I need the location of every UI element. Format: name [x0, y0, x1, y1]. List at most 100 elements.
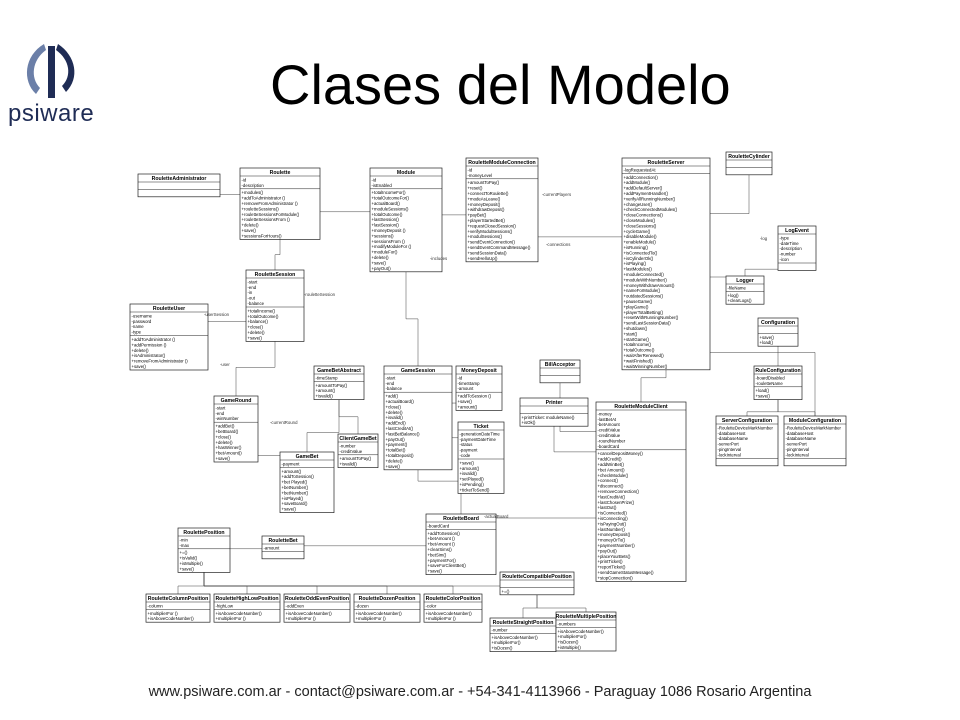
class-operation: +delete() — [132, 348, 150, 353]
class-attribute: -dozen — [356, 603, 370, 608]
class-box — [539, 359, 581, 384]
class-attribute: -payment — [282, 461, 301, 466]
class-operation: +sendHelloUp() — [468, 256, 499, 261]
class-operation: +amountToPay() — [340, 456, 372, 461]
class-logger: Logger-fileName+log()+clearLogs() — [725, 275, 765, 305]
class-operation: +save() — [242, 228, 257, 233]
class-operation: +add() — [386, 394, 399, 399]
relationship-labels: -rouletteSession-currentPlayers-connecti… — [204, 192, 768, 519]
class-operation: +moduleFor() — [372, 250, 398, 255]
class-operation: +betAmount () — [428, 536, 456, 541]
class-operation: +connectToRoulette() — [468, 191, 510, 196]
class-name: Configuration — [761, 320, 795, 326]
class-box — [213, 395, 259, 463]
class-attribute: -description — [780, 246, 803, 251]
class-operation: +save() — [460, 460, 475, 465]
class-operation: +save() — [282, 507, 297, 512]
class-operation: +payBet() — [468, 213, 487, 218]
class-attribute: -pingInterval — [718, 447, 742, 452]
relationship-label: -log — [760, 236, 768, 241]
class-operation: +multiplierFor () — [286, 616, 317, 621]
class-game-round: GameRound-start-end-winNumber+addBet()+b… — [213, 395, 259, 463]
class-operation: +setPlayed() — [460, 477, 485, 482]
class-box — [313, 365, 365, 400]
class-attribute: -column — [148, 603, 164, 608]
class-name: RouletteBoard — [443, 516, 479, 522]
class-name: RouletteServer — [648, 160, 685, 166]
class-attribute: -isEnabled — [372, 183, 393, 188]
class-name: RouletteDozenPosition — [359, 596, 416, 602]
class-box — [261, 535, 305, 560]
class-attribute: -username — [132, 313, 153, 318]
class-roulette-bet: RouletteBet-amount — [261, 535, 305, 560]
class-operation: +clearSims() — [428, 547, 453, 552]
class-attribute: -money — [598, 411, 613, 416]
class-box — [783, 415, 847, 467]
class-client-game-bet: ClientGameBet-number-creditValue+amountT… — [337, 433, 379, 468]
class-operation: +lastChosenPrize() — [598, 500, 635, 505]
class-roulette-administrator: RouletteAdministrator — [137, 173, 221, 198]
class-attribute: -fileName — [728, 285, 747, 290]
class-operation: +paymentNumber() — [598, 543, 636, 548]
class-box — [129, 303, 209, 371]
class-log-event: LogEvent-type-dateTime-description-numbe… — [777, 225, 817, 271]
class-attribute: -lastBetAt — [598, 417, 617, 422]
class-name: GameRound — [221, 398, 252, 404]
class-operation: +actualBoard() — [372, 201, 401, 206]
class-attribute: -max — [180, 543, 190, 548]
class-operation: +save() — [458, 399, 473, 404]
class-operation: +moneyOrTo() — [598, 538, 626, 543]
class-operation: +isAboveCodeNumber() — [426, 611, 473, 616]
class-operation: +save() — [386, 464, 401, 469]
class-operation: +sendSessionData() — [468, 250, 508, 255]
class-game-bet-abstract: GameBetAbstract-timeStamp+amountToPay()+… — [313, 365, 365, 400]
class-operation: +rouletteSessions() — [242, 206, 280, 211]
class-operation: +addPermission () — [132, 342, 168, 347]
class-operation: +totalIncome() — [624, 342, 652, 347]
class-attribute: -name — [132, 324, 145, 329]
class-operation: +betAmount() — [216, 451, 243, 456]
class-operation: +outdatedSessions() — [624, 294, 664, 299]
class-attribute: -lockInterval — [786, 452, 809, 457]
class-game-bet: GameBet-payment+amount()+addToSession()+… — [279, 451, 335, 513]
class-roulette-color-position: RouletteColorPosition-color +isAboveCodeN… — [423, 593, 483, 623]
class-operation: +close() — [216, 434, 232, 439]
class-attribute: -databaseName — [718, 436, 749, 441]
class-attribute: -end — [216, 411, 225, 416]
class-name: LogEvent — [785, 228, 809, 234]
relationship-label: -includes — [430, 256, 447, 261]
class-attribute: -color — [426, 603, 437, 608]
class-operation: +isRunning() — [624, 245, 649, 250]
class-attribute: -highLow — [216, 603, 234, 608]
class-operation: +saveBoard() — [282, 501, 308, 506]
class-operation: +save() — [132, 364, 147, 369]
class-attribute: -oddEven — [286, 603, 305, 608]
class-box — [519, 397, 589, 427]
class-name: RouletteColorPosition — [426, 596, 481, 602]
class-name: GameSession — [401, 368, 435, 374]
class-operation: +printTicket() — [598, 559, 624, 564]
class-attribute: -start — [248, 279, 259, 284]
class-operation: +withdrawDeposit() — [468, 207, 505, 212]
class-roulette-odd-even-position: RouletteOddEvenPosition-oddEven+isAboveC… — [283, 593, 351, 623]
class-operation: +delete() — [372, 255, 390, 260]
class-operation: +connect() — [598, 478, 619, 483]
class-operation: +save() — [760, 335, 775, 340]
class-name: RouletteModuleClient — [614, 404, 668, 410]
class-box — [499, 571, 575, 596]
class-box — [213, 593, 281, 623]
class-operation: +betNumber() — [282, 490, 309, 495]
class-operation: +lastSession() — [372, 217, 400, 222]
class-operation: +payment() — [386, 442, 408, 447]
class-operation: +amountToPay() — [468, 180, 500, 185]
class-operation: +load() — [756, 388, 770, 393]
class-operation: +save() — [372, 260, 387, 265]
class-attribute: -number — [780, 252, 797, 257]
class-box — [465, 157, 539, 263]
class-operation: +verifyAllRunningNumber() — [624, 196, 676, 201]
class-operation: +closeConnections() — [624, 213, 664, 218]
class-attribute: -RouletteDeviceMarkNumber — [718, 425, 774, 430]
class-box — [177, 527, 231, 573]
class-operation: +addToAdministrator () — [242, 196, 286, 201]
class-module-configuration: ModuleConfiguration-RouletteDeviceMarkNu… — [783, 415, 847, 467]
